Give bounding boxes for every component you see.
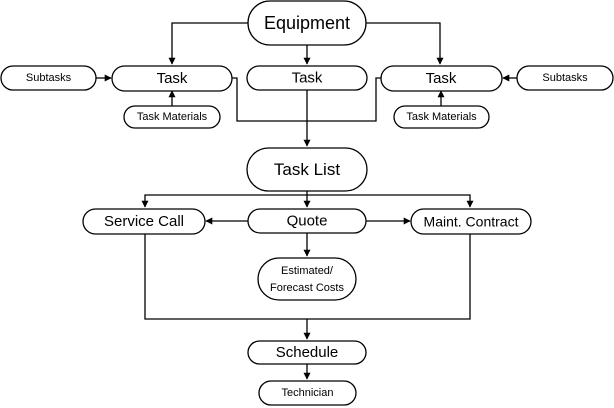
node-equipment-label: Equipment xyxy=(264,13,350,33)
node-task-materials-right: Task Materials xyxy=(393,105,490,129)
edge-service-call-merge xyxy=(144,234,307,320)
node-task-materials-left: Task Materials xyxy=(123,105,221,129)
node-task-list-label: Task List xyxy=(274,160,340,179)
node-task-left-label: Task xyxy=(157,70,188,87)
node-technician: Technician xyxy=(258,380,357,406)
node-quote-label: Quote xyxy=(287,213,328,230)
node-subtasks-left-label: Subtasks xyxy=(26,72,72,84)
edge-equipment-task-right xyxy=(366,22,444,65)
connectors xyxy=(96,22,517,380)
node-estimated-costs-label-line1: Estimated/ xyxy=(281,265,334,277)
node-subtasks-left: Subtasks xyxy=(0,65,97,91)
node-technician-label: Technician xyxy=(282,387,334,399)
edge-branch-maint-contract xyxy=(307,194,474,208)
node-schedule: Schedule xyxy=(247,340,367,365)
edge-equipment-task-left xyxy=(168,22,248,65)
node-subtasks-right-label: Subtasks xyxy=(542,72,588,84)
edge-maint-contract-merge xyxy=(307,234,471,320)
node-service-call: Service Call xyxy=(82,208,206,235)
node-schedule-label: Schedule xyxy=(276,344,339,361)
node-task-right: Task xyxy=(380,65,503,92)
node-equipment: Equipment xyxy=(247,0,367,46)
node-estimated-costs-label-line2: Forecast Costs xyxy=(270,282,344,294)
node-task-right-label: Task xyxy=(426,70,457,87)
node-task-materials-left-label: Task Materials xyxy=(137,111,208,123)
node-task-materials-right-label: Task Materials xyxy=(406,111,477,123)
node-subtasks-right: Subtasks xyxy=(516,65,614,91)
node-task-list: Task List xyxy=(246,147,368,192)
node-estimated-costs: Estimated/ Forecast Costs xyxy=(257,257,357,301)
edge-task-left-merge xyxy=(232,77,307,122)
node-task-left: Task xyxy=(111,65,233,92)
node-task-center-label: Task xyxy=(292,70,323,87)
node-service-call-label: Service Call xyxy=(104,213,184,230)
edge-branch-service-call xyxy=(141,194,307,208)
node-maint-contract: Maint. Contract xyxy=(410,208,532,235)
edge-task-right-merge xyxy=(307,77,381,122)
node-quote: Quote xyxy=(247,208,367,234)
node-maint-contract-label: Maint. Contract xyxy=(424,214,519,230)
node-task-center: Task xyxy=(246,65,368,91)
